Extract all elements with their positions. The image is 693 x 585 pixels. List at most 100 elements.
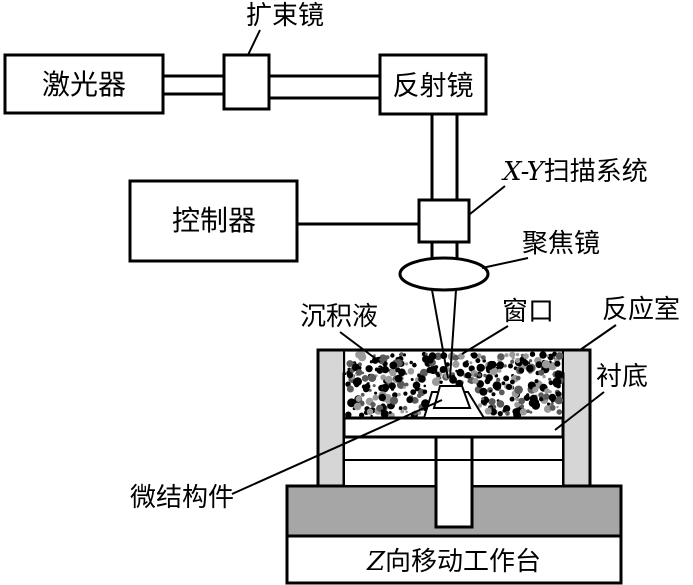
- liquid-particle: [405, 362, 409, 366]
- liquid-particle: [535, 361, 543, 369]
- liquid-particle: [526, 409, 530, 414]
- liquid-particle: [481, 397, 485, 401]
- liquid-particle: [390, 353, 395, 358]
- liquid-particle: [359, 412, 365, 418]
- liquid-particle: [523, 353, 529, 360]
- liquid-particle: [360, 392, 365, 397]
- liquid-particle: [449, 376, 457, 384]
- liquid-particle: [552, 380, 561, 388]
- liquid-particle: [498, 389, 505, 396]
- liquid-particle: [439, 380, 443, 384]
- liquid-particle: [549, 404, 556, 411]
- liquid-particle: [346, 372, 354, 379]
- xy-scanner-box: [417, 198, 471, 244]
- liquid-particle: [372, 384, 376, 388]
- z-stage-lower-block: [285, 534, 623, 585]
- liquid-particle: [526, 393, 530, 397]
- liquid-particle: [496, 361, 505, 370]
- liquid-particle: [514, 396, 520, 402]
- substrate-plate: [342, 416, 565, 439]
- liquid-particle: [370, 401, 376, 408]
- inner-container: [343, 350, 564, 461]
- liquid-particle: [345, 381, 351, 387]
- liquid-particle: [550, 402, 554, 405]
- liquid-particle: [407, 368, 415, 375]
- liquid-particle: [353, 402, 362, 411]
- liquid-particle: [368, 388, 372, 392]
- liquid-particle: [474, 373, 478, 377]
- liquid-particle: [380, 409, 385, 413]
- liquid-particle: [546, 354, 549, 358]
- liquid-particle: [518, 367, 525, 374]
- liquid-particle: [489, 389, 493, 393]
- liquid-particle: [554, 360, 561, 367]
- liquid-particle: [400, 409, 405, 414]
- liquid-particle: [355, 395, 362, 402]
- liquid-particle: [491, 401, 495, 405]
- liquid-particle: [505, 411, 510, 416]
- liquid-particle: [410, 378, 414, 381]
- liquid-particle: [475, 358, 481, 364]
- liquid-particle: [489, 408, 497, 416]
- liquid-particle: [484, 378, 491, 385]
- liquid-particle: [389, 396, 399, 405]
- liquid-particle: [477, 403, 483, 408]
- liquid-particle: [538, 392, 544, 398]
- liquid-particle: [418, 375, 426, 383]
- support-shaft: [434, 435, 474, 529]
- liquid-particle: [389, 368, 397, 377]
- substrate-leader: [554, 391, 605, 431]
- liquid-particle: [543, 393, 550, 400]
- liquid-particle: [556, 405, 559, 409]
- liquid-particle: [464, 372, 472, 379]
- liquid-particle: [376, 367, 383, 374]
- focusing-lens: [398, 256, 490, 292]
- xy-scanner-label: X-Y扫描系统: [501, 157, 648, 187]
- liquid-particle: [436, 373, 441, 378]
- beam-expander-leader: [247, 29, 261, 56]
- mirror-label: 反射镜: [393, 71, 474, 102]
- liquid-particle: [469, 361, 473, 365]
- liquid-particle: [402, 353, 406, 357]
- liquid-particle: [529, 351, 536, 357]
- liquid-particle: [467, 379, 471, 383]
- liquid-particle: [421, 351, 427, 357]
- microstructure-top: [432, 385, 472, 409]
- liquid-particle: [476, 353, 482, 359]
- liquid-particle: [510, 379, 515, 385]
- liquid-particle: [351, 363, 360, 372]
- liquid-particle: [529, 359, 533, 363]
- liquid-particle: [431, 377, 441, 386]
- liquid-particle: [479, 387, 488, 396]
- z-stage-label: Z向移动工作台: [366, 547, 541, 577]
- liquid-particle: [378, 358, 385, 365]
- liquid-particle: [368, 373, 377, 382]
- liquid-particle: [535, 357, 539, 361]
- liquid-particle: [510, 359, 515, 364]
- laser-label: 激光器: [42, 68, 126, 101]
- beam-expander-box: [222, 53, 271, 111]
- liquid-particles: [345, 350, 564, 419]
- liquid-particle: [395, 367, 401, 373]
- liquid-particle: [548, 380, 554, 386]
- focusing-lens-label: 聚焦镜: [522, 229, 600, 259]
- liquid-particle: [417, 393, 422, 399]
- liquid-particle: [497, 411, 503, 417]
- liquid-particle: [539, 397, 544, 402]
- liquid-particle: [405, 410, 409, 414]
- liquid-particle: [497, 368, 502, 373]
- liquid-particle: [410, 389, 417, 395]
- xy-scanner-leader: [469, 185, 506, 215]
- liquid-particle: [399, 352, 404, 357]
- liquid-particle: [487, 360, 496, 369]
- focusing-lens-leader: [481, 257, 529, 269]
- liquid-particle: [468, 365, 475, 372]
- liquid-particle: [548, 377, 552, 381]
- liquid-particle: [384, 376, 390, 383]
- liquid-particle: [528, 399, 537, 407]
- substrate-label: 衬底: [596, 362, 648, 392]
- liquid-particle: [519, 408, 528, 416]
- liquid-particle: [544, 388, 550, 394]
- liquid-particle: [518, 397, 525, 405]
